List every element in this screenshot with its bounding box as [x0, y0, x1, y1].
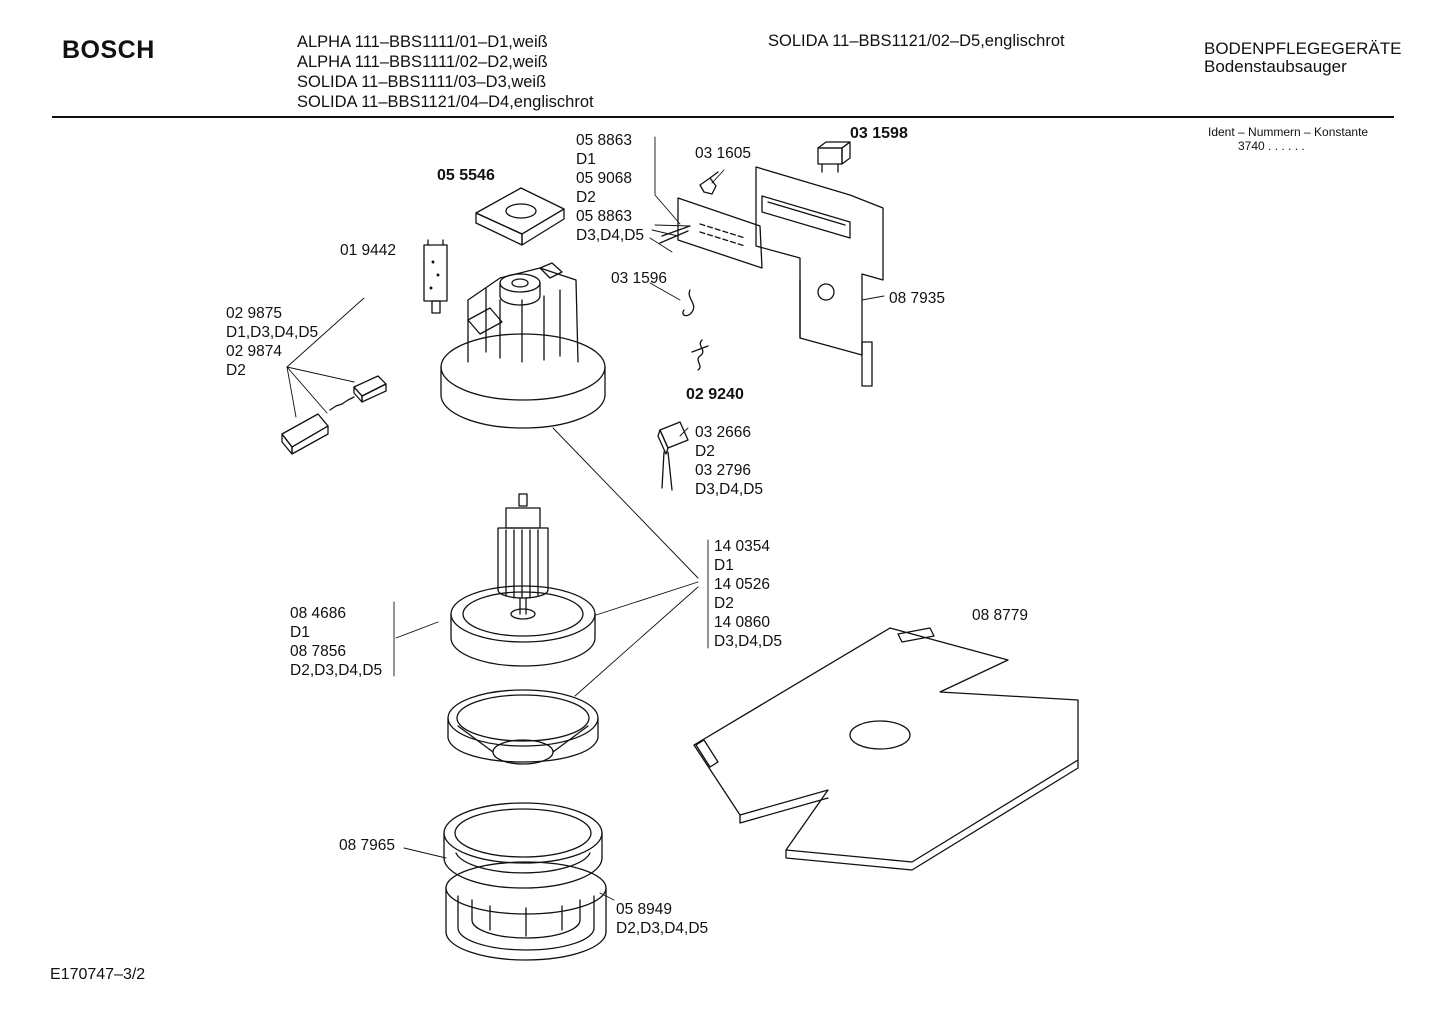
- part-088779-filter-plate: [693, 627, 1079, 871]
- part-variant: D2: [714, 595, 734, 612]
- part-motor-housing: [440, 262, 606, 429]
- part-variant: D3,D4,D5: [695, 481, 764, 498]
- label-058949: 05 8949 D2,D3,D4,D5: [616, 900, 708, 938]
- part-variant: D2: [576, 189, 596, 206]
- part-funnel-ring: [447, 689, 599, 765]
- part-031605-clip: [699, 171, 719, 195]
- part-variant: D3,D4,D5: [576, 227, 645, 244]
- label-088779: 08 8779: [972, 607, 1029, 624]
- part-number: 02 9874: [226, 343, 283, 360]
- category-block: BODENPFLEGEGERÄTE Bodenstaubsauger: [1204, 40, 1401, 76]
- model-line: SOLIDA 11–BBS1121/02–D5,englischrot: [768, 32, 1065, 50]
- part-number: 05 8949: [616, 901, 673, 918]
- brand-logo: BOSCH: [62, 36, 155, 64]
- document-id: E170747–3/2: [50, 966, 146, 983]
- part-number: 05 9068: [576, 170, 633, 187]
- part-number: 05 8863: [576, 208, 633, 225]
- label-055546: 05 5546: [437, 167, 495, 184]
- part-variant: D3,D4,D5: [714, 633, 783, 650]
- part-058863-plate: [659, 197, 763, 269]
- part-140354-armature: [497, 493, 549, 615]
- header-rule: [52, 116, 1394, 118]
- part-019442-cover: [423, 239, 448, 314]
- part-variant: D1: [576, 151, 596, 168]
- part-087965-ring: [443, 802, 603, 889]
- label-084686: 08 4686 D1 08 7856 D2,D3,D4,D5: [290, 604, 382, 680]
- part-variant: D1: [714, 557, 734, 574]
- part-variant: D2,D3,D4,D5: [616, 920, 709, 937]
- category-subtitle: Bodenstaubsauger: [1204, 57, 1347, 76]
- category-title: BODENPFLEGEGERÄTE: [1204, 39, 1402, 58]
- part-variant: D2,D3,D4,D5: [290, 662, 383, 679]
- model-line: ALPHA 111–BBS1111/02–D2,weiß: [297, 53, 548, 71]
- part-029875-brush-set: [281, 375, 387, 455]
- label-032666: 03 2666 D2 03 2796 D3,D4,D5: [695, 423, 763, 499]
- part-031596-clip: [682, 289, 695, 317]
- model-line: SOLIDA 11–BBS1121/04–D4,englischrot: [297, 93, 594, 111]
- part-087935-bracket: [755, 166, 884, 387]
- label-019442: 01 9442: [340, 242, 397, 259]
- part-variant: D2: [226, 362, 246, 379]
- label-087965: 08 7965: [339, 837, 396, 854]
- label-031598: 03 1598: [850, 125, 908, 142]
- model-list: ALPHA 111–BBS1111/01–D1,weiß ALPHA 111–B…: [297, 32, 594, 112]
- ident-code: 3740 . . . . . .: [1238, 139, 1305, 153]
- part-number: 14 0526: [714, 576, 771, 593]
- part-variant: D1,D3,D4,D5: [226, 324, 319, 341]
- part-number: 08 7856: [290, 643, 347, 660]
- label-031596: 03 1596: [611, 270, 668, 287]
- part-number: 05 8863: [576, 132, 633, 149]
- label-087935: 08 7935: [889, 290, 946, 307]
- part-055546-washer: [475, 187, 565, 246]
- label-029875: 02 9875 D1,D3,D4,D5 02 9874 D2: [226, 304, 318, 380]
- part-032666-capacitor: [657, 421, 689, 491]
- part-variant: D1: [290, 624, 310, 641]
- label-058863: 05 8863 D1 05 9068 D2 05 8863 D3,D4,D5: [576, 131, 644, 245]
- part-variant: D2: [695, 443, 715, 460]
- part-058949-bottom-housing: [445, 861, 607, 961]
- part-number: 03 2666: [695, 424, 752, 441]
- ident-block: Ident – Nummern – Konstante 3740 . . . .…: [1208, 125, 1368, 153]
- ident-label: Ident – Nummern – Konstante: [1208, 125, 1369, 139]
- part-084686-fan-cap: [450, 585, 596, 667]
- label-140354: 14 0354 D1 14 0526 D2 14 0860 D3,D4,D5: [714, 537, 782, 651]
- part-number: 14 0860: [714, 614, 771, 631]
- label-031605: 03 1605: [695, 145, 752, 162]
- part-number: 14 0354: [714, 538, 771, 555]
- part-number: 02 9875: [226, 305, 283, 322]
- part-number: 03 2796: [695, 462, 752, 479]
- part-031598-switch: [817, 141, 851, 173]
- model-line: SOLIDA 11–BBS1111/03–D3,weiß: [297, 73, 547, 91]
- part-number: 08 4686: [290, 605, 347, 622]
- model-line: ALPHA 111–BBS1111/01–D1,weiß: [297, 33, 548, 51]
- part-029240-spring: [691, 339, 709, 371]
- label-029240: 02 9240: [686, 386, 744, 403]
